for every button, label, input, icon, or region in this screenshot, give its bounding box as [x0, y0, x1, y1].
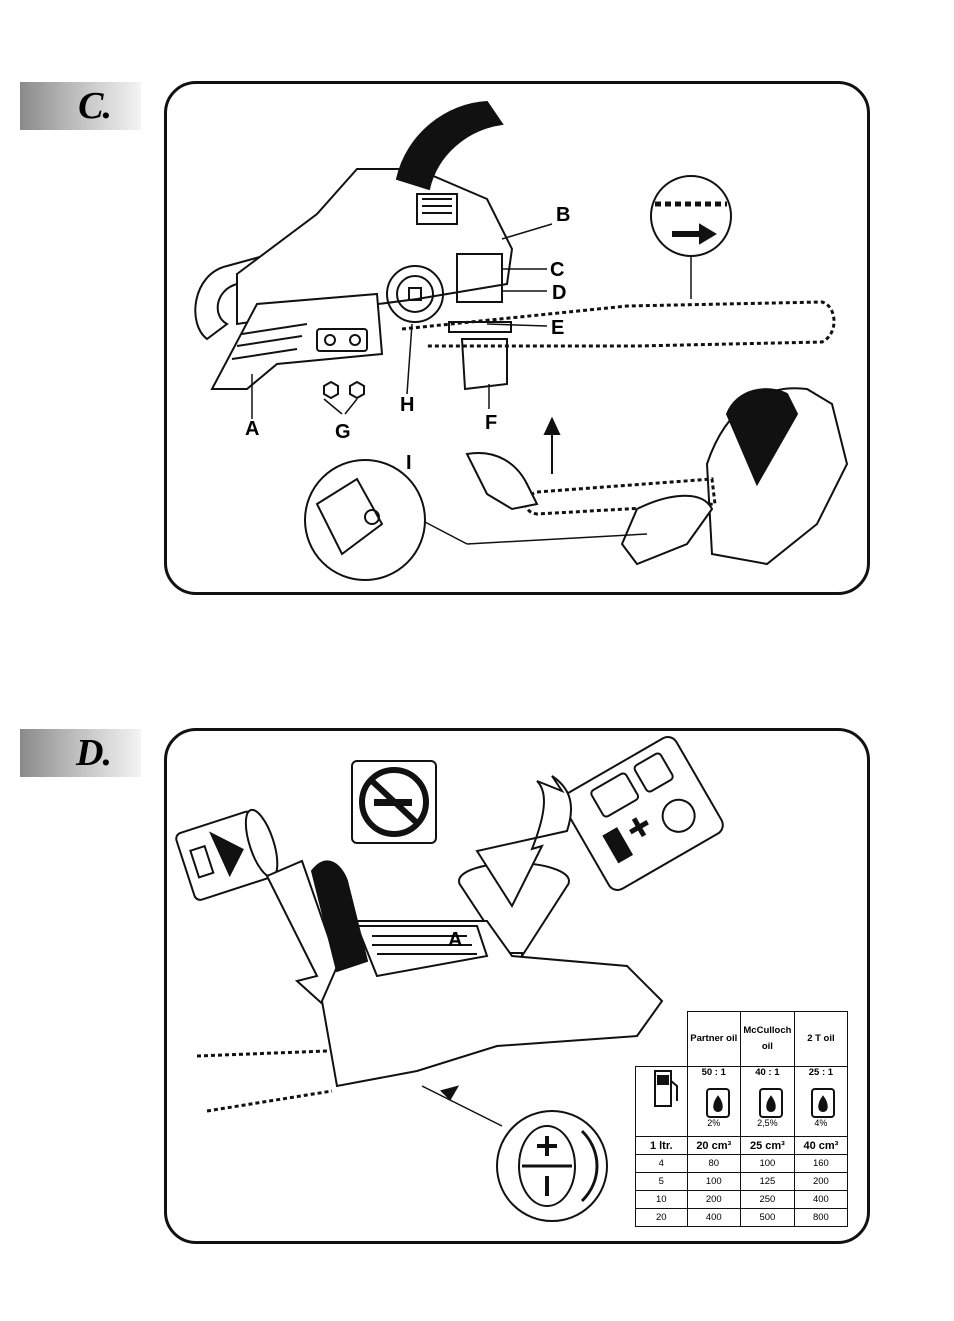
header-partner: Partner oil [686, 1011, 741, 1067]
label-a: A [245, 418, 260, 440]
chain-direction-icon [650, 175, 732, 257]
unit-partner: 20 cm³ [686, 1136, 741, 1155]
cell: 400 [793, 1190, 849, 1209]
no-smoking-icon [351, 760, 437, 844]
table-row: 20 400 500 800 [635, 1208, 849, 1227]
table-row: 5 100 125 200 [635, 1172, 849, 1191]
fuel-can-icon [561, 736, 724, 891]
table-row: 4 80 100 160 [635, 1154, 849, 1173]
ratio-mcculloch: 40 : 1 [755, 1067, 780, 1078]
adjust-plus-minus-icon [496, 1110, 608, 1222]
cell: 4 [635, 1154, 688, 1173]
cell: 200 [686, 1190, 741, 1209]
unit-fuel: 1 ltr. [635, 1136, 688, 1155]
label-g: G [335, 421, 351, 443]
cell: 400 [686, 1208, 741, 1227]
header-mcculloch: McCulloch oil [739, 1011, 795, 1067]
cell: 160 [793, 1154, 849, 1173]
refuel-illustration [175, 736, 835, 1222]
cell: 5 [635, 1172, 688, 1191]
section-c-panel: A B C D E F G H I [164, 81, 870, 595]
label-b: B [556, 204, 571, 226]
cell: 800 [793, 1208, 849, 1227]
label-a-d: A [448, 929, 463, 951]
cell: 250 [739, 1190, 795, 1209]
oil-can-icon [175, 808, 279, 901]
section-c-tag: C. [20, 82, 141, 130]
header-2t: 2 T oil [793, 1011, 849, 1067]
label-d: D [552, 282, 567, 304]
section-d-panel: A Partner oil McCulloch oil 2 T oil 50 :… [164, 728, 870, 1244]
cell: 100 [686, 1172, 741, 1191]
section-d-tag: D. [20, 729, 141, 777]
ratio-2t: 25 : 1 [808, 1067, 834, 1078]
cell: 10 [635, 1190, 688, 1209]
section-c-label: C. [78, 85, 112, 127]
table-row: 10 200 250 400 [635, 1190, 849, 1209]
label-f: F [485, 412, 498, 434]
unit-mcculloch: 25 cm³ [739, 1136, 795, 1155]
unit-2t: 40 cm³ [793, 1136, 849, 1155]
pct-2t: 4% [814, 1118, 828, 1128]
cell: 100 [739, 1154, 795, 1173]
label-c: C [550, 259, 565, 281]
gloved-hand-icon [465, 452, 539, 511]
cell: 125 [739, 1172, 795, 1191]
fuel-mix-table: Partner oil McCulloch oil 2 T oil 50 : 1… [635, 1011, 849, 1227]
cell: 500 [739, 1208, 795, 1227]
label-h: H [400, 394, 415, 416]
section-d-label: D. [76, 732, 112, 774]
cell: 20 [635, 1208, 688, 1227]
pct-mcculloch: 2,5% [757, 1118, 778, 1128]
unit-row: 1 ltr. 20 cm³ 25 cm³ 40 cm³ [635, 1136, 849, 1155]
chainsaw-illustration [194, 100, 849, 581]
pct-partner: 2% [707, 1118, 721, 1128]
cell: 80 [686, 1154, 741, 1173]
ratio-partner: 50 : 1 [701, 1067, 726, 1078]
label-e: E [551, 317, 565, 339]
label-i: I [406, 452, 412, 474]
cell: 200 [793, 1172, 849, 1191]
